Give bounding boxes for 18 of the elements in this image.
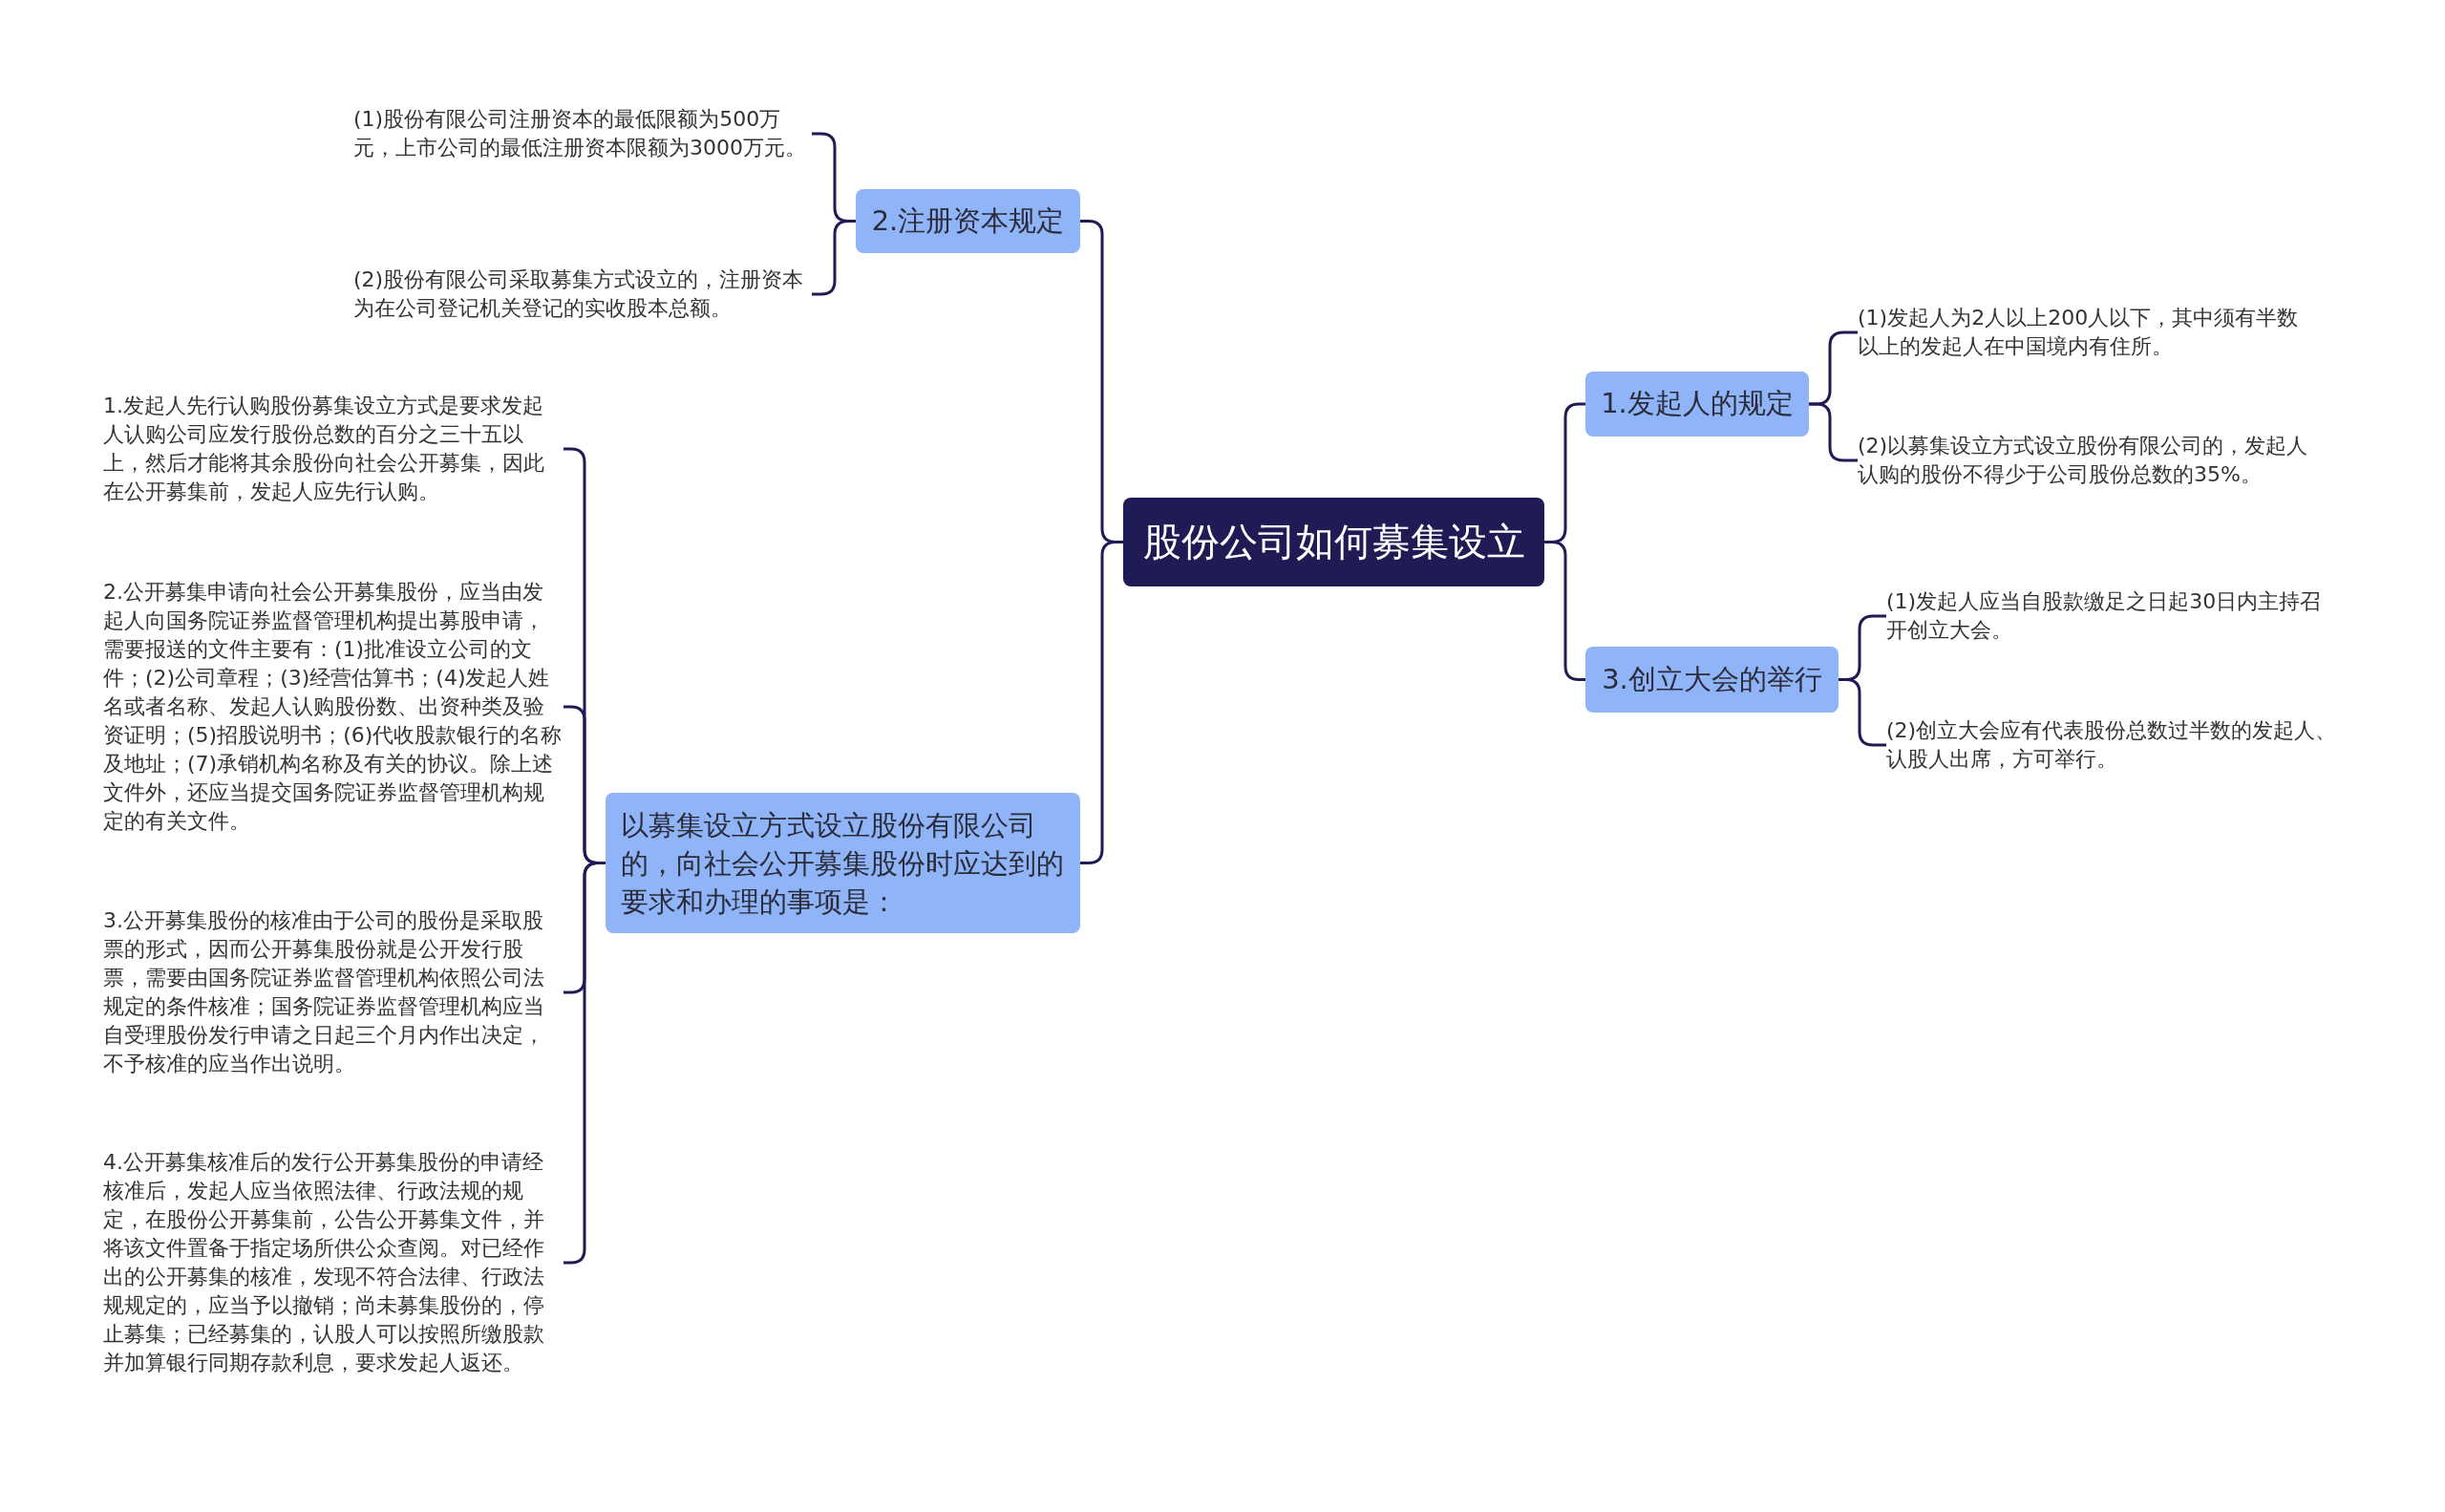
note-text: (1)发起人为2人以上200人以下，其中须有半数以上的发起人在中国境内有住所。: [1858, 304, 2316, 361]
note-text: 2.公开募集申请向社会公开募集股份，应当由发起人向国务院证券监督管理机构提出募股申请，需要报送的文件主要有：(1)批准设立公司的文件；(2)公司章程；(3)经营估算书；(4)发起人姓名或者名称、发起人认购股份数、出资种类及验资证明；(5)招股说明书；(6)代收股款银行的名称及地址；(7)承销机构名称及有关的协议。除上述文件外，还应当提交国务院证券监督管理机构规定的有关文件。: [103, 578, 563, 836]
branch-topic-box: 2.注册资本规定: [856, 189, 1080, 253]
root-topic-box: 股份公司如何募集设立: [1123, 498, 1544, 586]
branch-topic-box: 1.发起人的规定: [1585, 372, 1809, 437]
note-text: 3.公开募集股份的核准由于公司的股份是采取股票的形式，因而公开募集股份就是公开发行股票，需要由国务院证券监督管理机构依照公司法规定的条件核准；国务院证券监督管理机构应当自受理股份发行申请之日起三个月内作出决定，不予核准的应当作出说明。: [103, 906, 563, 1078]
note-text: 4.公开募集核准后的发行公开募集股份的申请经核准后，发起人应当依照法律、行政法规的规定，在股份公开募集前，公告公开募集文件，并将该文件置备于指定场所供公众查阅。对已经作出的公开募集的核准，发现不符合法律、行政法规规定的，应当予以撤销；尚未募集股份的，停止募集；已经募集的，认股人可以按照所缴股款并加算银行同期存款利息，要求发起人返还。: [103, 1148, 563, 1377]
note-text: 1.发起人先行认购股份募集设立方式是要求发起人认购公司应发行股份总数的百分之三十五以上，然后才能将其余股份向社会公开募集，因此在公开募集前，发起人应先行认购。: [103, 392, 563, 506]
note-text: (2)创立大会应有代表股份总数过半数的发起人、认股人出席，方可举行。: [1886, 716, 2340, 774]
branch-topic-box: 以募集设立方式设立股份有限公司的，向社会公开募集股份时应达到的要求和办理的事项是：: [606, 793, 1080, 933]
connector-line: [1544, 541, 1585, 681]
connector-line: [563, 862, 606, 1265]
note-text: (2)以募集设立方式设立股份有限公司的，发起人认购的股份不得少于公司股份总数的35%。: [1858, 432, 2316, 489]
note-text: (2)股份有限公司采取募集方式设立的，注册资本为在公司登记机关登记的实收股本总额。: [353, 266, 812, 323]
note-text: (1)股份有限公司注册资本的最低限额为500万元，上市公司的最低注册资本限额为3000万元。: [353, 105, 812, 162]
branch-topic-box: 3.创立大会的举行: [1585, 647, 1839, 713]
connector-line: [1080, 541, 1123, 864]
note-text: (1)发起人应当自股款缴足之日起30日内主持召开创立大会。: [1886, 587, 2340, 645]
